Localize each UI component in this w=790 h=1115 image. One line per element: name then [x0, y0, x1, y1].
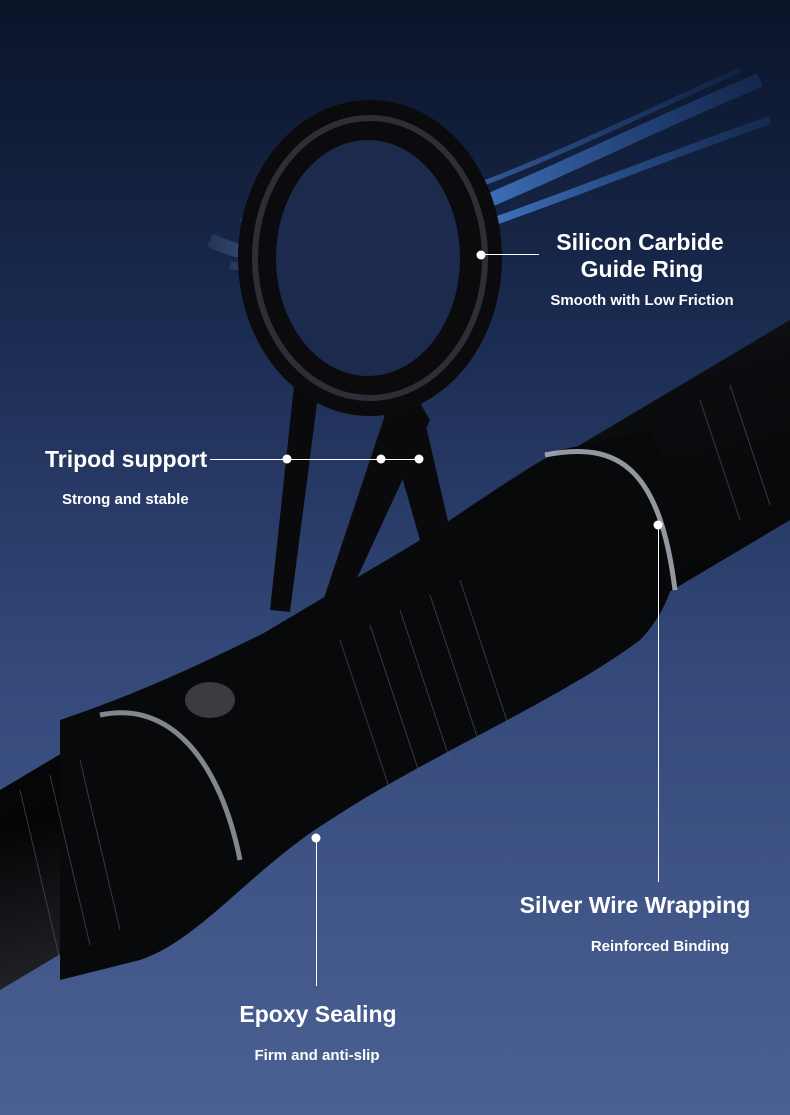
tripod-subtitle: Strong and stable — [62, 491, 189, 508]
wire-subtitle: Reinforced Binding — [590, 938, 730, 955]
wire-title: Silver Wire Wrapping — [519, 892, 751, 918]
wire-pointer-line — [658, 525, 659, 882]
guide-ring-title-line2: Guide Ring — [580, 256, 704, 282]
epoxy-title: Epoxy Sealing — [239, 1001, 397, 1027]
guide-ring — [238, 100, 502, 615]
guide-ring-subtitle: Smooth with Low Friction — [550, 292, 734, 309]
guide-ring-pointer-line — [481, 254, 539, 255]
epoxy-pointer-line — [316, 838, 317, 986]
tripod-title: Tripod support — [45, 446, 208, 472]
tripod-pointer-line — [210, 459, 420, 460]
tripod-pointer-dot — [376, 454, 386, 464]
rod-blank — [0, 320, 790, 990]
guide-ring-title-line1: Silicon Carbide — [556, 229, 724, 255]
tripod-pointer-dot — [282, 454, 292, 464]
guide-ring-pointer-dot — [476, 250, 486, 260]
epoxy-subtitle: Firm and anti-slip — [254, 1047, 380, 1064]
tripod-pointer-dot — [414, 454, 424, 464]
